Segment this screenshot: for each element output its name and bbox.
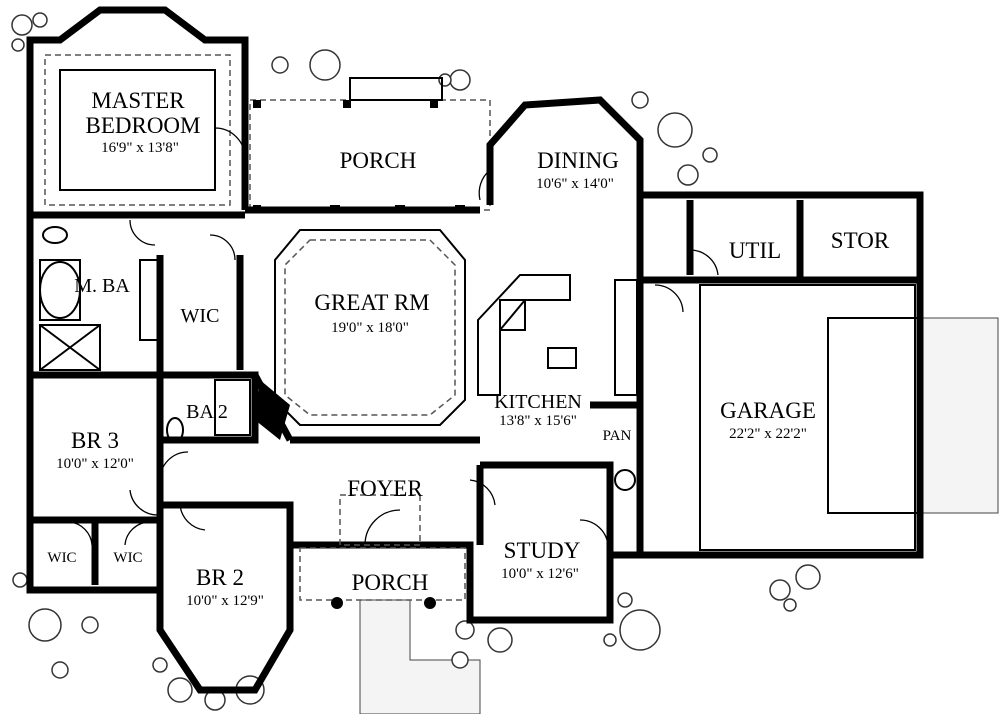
br2-label: BR 2 <box>196 565 244 590</box>
front-porch-label: PORCH <box>352 570 429 595</box>
br3-label: BR 3 <box>71 428 119 453</box>
great-room-size: 19'0" x 18'0" <box>331 320 409 336</box>
pantry-label: PAN <box>603 428 632 444</box>
master-vanity <box>139 259 159 341</box>
wic2-label: WIC <box>113 550 142 566</box>
toilet-master <box>42 226 68 244</box>
br2-size: 10'0" x 12'9" <box>186 593 264 609</box>
kitchen-size: 13'8" x 15'6" <box>499 413 577 429</box>
foyer-label: FOYER <box>347 476 423 501</box>
garage-door <box>827 317 919 514</box>
kitchen-island <box>477 274 571 396</box>
garage-label: GARAGE <box>720 398 816 423</box>
rear-porch-label: PORCH <box>340 148 417 173</box>
util-label: UTIL <box>729 238 781 263</box>
shower <box>39 324 101 371</box>
wic1-label: WIC <box>47 550 76 566</box>
wic-master-label: WIC <box>181 305 220 327</box>
study-label: STUDY <box>504 538 581 563</box>
garage-size: 22'2" x 22'2" <box>729 426 807 442</box>
porch-steps <box>349 77 443 101</box>
front-porch-outline <box>299 547 466 601</box>
porch-column <box>331 597 343 609</box>
room-labels: MASTER BEDROOM 16'9" x 13'8" PORCH DININ… <box>47 88 889 609</box>
walls <box>26 6 924 694</box>
ba2-tub <box>214 379 251 436</box>
ba2-label: BA 2 <box>186 401 228 423</box>
stor-label: STOR <box>831 228 890 253</box>
porch-column <box>424 597 436 609</box>
kitchen-stove <box>547 347 577 369</box>
dining-size: 10'6" x 14'0" <box>536 176 614 192</box>
driveway <box>921 317 999 514</box>
m-ba-label: M. BA <box>74 275 130 297</box>
great-room-label: GREAT RM <box>314 290 429 315</box>
kitchen-label: KITCHEN <box>494 391 582 413</box>
master-bedroom-label: MASTER <box>91 88 185 113</box>
master-bedroom-label-2: BEDROOM <box>85 113 200 138</box>
study-size: 10'0" x 12'6" <box>501 566 579 582</box>
br3-size: 10'0" x 12'0" <box>56 456 134 472</box>
door-swings <box>69 127 719 546</box>
dining-label: DINING <box>537 148 619 173</box>
water-heater <box>614 469 636 491</box>
master-bedroom-size: 16'9" x 13'8" <box>101 140 179 156</box>
kitchen-counter <box>614 279 638 396</box>
great-room-tray-ceiling <box>274 229 466 426</box>
landscaping-trees <box>11 12 821 711</box>
fireplace <box>255 380 290 440</box>
toilet-ba2 <box>166 417 184 443</box>
kitchen-sink <box>499 299 526 331</box>
